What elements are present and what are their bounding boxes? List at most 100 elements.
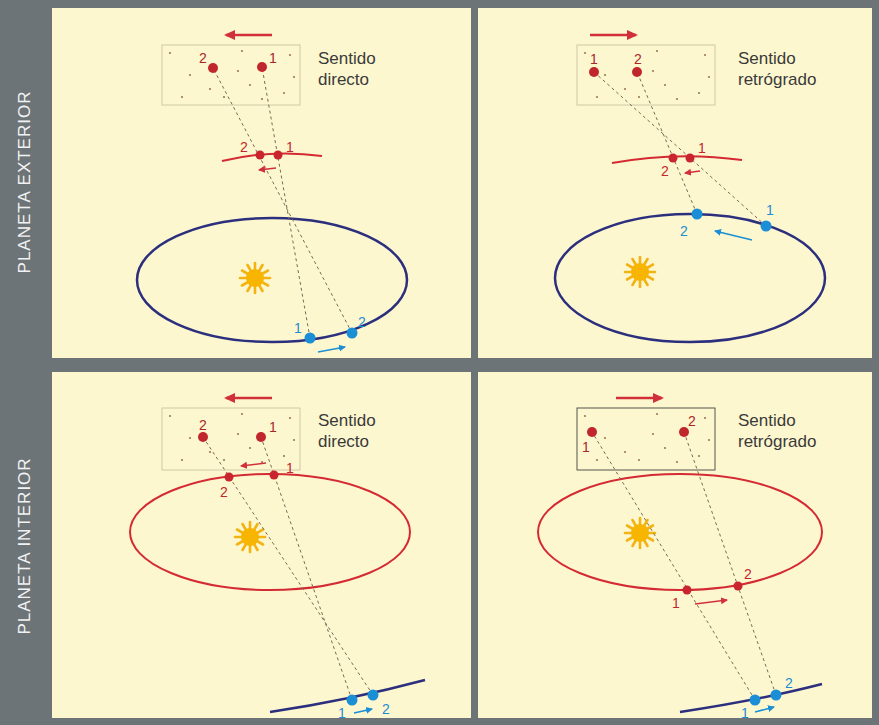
background-stars — [584, 50, 710, 100]
earth-dot — [771, 690, 782, 701]
apparent-position — [632, 67, 642, 77]
background-stars — [584, 413, 710, 463]
position-number: 1 — [286, 140, 294, 154]
position-number: 1 — [741, 706, 749, 720]
motion-caption: Sentido directo — [318, 48, 376, 91]
earth-dot — [368, 690, 379, 701]
sun-symbol — [625, 518, 655, 548]
planet-motion-arrow — [259, 168, 276, 170]
planet-dot — [256, 151, 265, 160]
direction-arrow — [590, 34, 636, 37]
position-number: 2 — [358, 315, 366, 329]
sight-line — [261, 437, 352, 700]
apparent-position — [589, 67, 599, 77]
planet-dot — [225, 473, 234, 482]
sight-line — [592, 432, 755, 700]
position-number: 1 — [766, 203, 774, 217]
sun-symbol — [240, 263, 270, 293]
direction-arrow — [616, 397, 662, 400]
apparent-position — [587, 427, 597, 437]
position-number: 1 — [672, 596, 680, 610]
sun-symbol — [235, 522, 265, 552]
panel-exterior-retro-art — [555, 35, 825, 342]
earth-orbit — [680, 684, 822, 712]
apparent-position — [256, 432, 266, 442]
planet-dot — [734, 582, 743, 591]
position-number: 2 — [240, 140, 248, 154]
direction-arrow — [226, 397, 272, 400]
earth-dot — [692, 209, 703, 220]
planet-orbit — [538, 474, 822, 590]
sight-line — [684, 432, 776, 695]
position-number: 2 — [688, 414, 696, 428]
position-number: 2 — [199, 51, 207, 65]
earth-dot — [305, 333, 316, 344]
panel-interior-retro-art — [538, 398, 822, 712]
apparent-position — [208, 63, 218, 73]
side-band: PLANETA EXTERIOR — [0, 0, 50, 364]
position-number: 1 — [294, 321, 302, 335]
earth-dot — [750, 695, 761, 706]
sight-line — [637, 72, 697, 214]
position-number: 1 — [269, 51, 277, 65]
sight-line — [594, 72, 766, 226]
apparent-position — [198, 432, 208, 442]
position-number: 2 — [634, 52, 642, 66]
side-band: PLANETA INTERIOR — [0, 366, 50, 725]
panel-exterior-direct-art — [137, 35, 407, 352]
apparent-position — [679, 427, 689, 437]
earth-motion-arrow — [755, 707, 774, 712]
background-stars — [169, 50, 295, 100]
position-number: 1 — [590, 52, 598, 66]
band-title: PLANETA INTERIOR — [15, 457, 35, 634]
position-number: 1 — [698, 141, 706, 155]
earth-orbit — [270, 680, 425, 712]
position-number: 2 — [382, 702, 390, 716]
position-number: 2 — [220, 485, 228, 499]
background-stars — [169, 413, 295, 463]
planet-dot — [274, 151, 283, 160]
sight-line — [262, 67, 310, 338]
planet-dot — [669, 154, 678, 163]
earth-motion-arrow — [354, 709, 372, 713]
position-number: 1 — [286, 461, 294, 475]
position-number: 1 — [269, 420, 277, 434]
position-number: 2 — [661, 164, 669, 178]
earth-orbit — [555, 214, 825, 342]
position-number: 2 — [680, 224, 688, 238]
earth-dot — [347, 328, 358, 339]
earth-dot — [347, 695, 358, 706]
motion-caption: Sentido retrógrado — [738, 48, 816, 91]
planet-motion-arrow — [695, 600, 727, 604]
planet-orbit — [130, 474, 410, 590]
planet-dot — [683, 586, 692, 595]
planet-dot — [686, 154, 695, 163]
earth-dot — [761, 221, 772, 232]
planet-orbit — [222, 153, 322, 161]
position-number: 1 — [582, 440, 590, 454]
panel-interior-direct-art — [130, 398, 425, 713]
star-field — [162, 45, 300, 105]
position-number: 2 — [744, 567, 752, 581]
planet-motion-arrow — [241, 463, 266, 466]
motion-caption: Sentido directo — [318, 410, 376, 453]
direction-arrow — [226, 34, 272, 37]
position-number: 2 — [199, 418, 207, 432]
star-field — [577, 45, 715, 105]
earth-motion-arrow — [715, 231, 752, 240]
sun-symbol — [625, 257, 655, 287]
earth-orbit — [137, 218, 407, 342]
motion-caption: Sentido retrógrado — [738, 410, 816, 453]
position-number: 1 — [338, 706, 346, 720]
planet-motion-arrow — [685, 171, 700, 173]
sight-line — [203, 437, 373, 695]
apparent-position — [257, 62, 267, 72]
position-number: 2 — [785, 676, 793, 690]
band-title: PLANETA EXTERIOR — [15, 91, 35, 274]
earth-motion-arrow — [318, 347, 345, 352]
star-field — [162, 408, 300, 470]
sight-line — [213, 68, 352, 333]
planet-dot — [270, 471, 279, 480]
